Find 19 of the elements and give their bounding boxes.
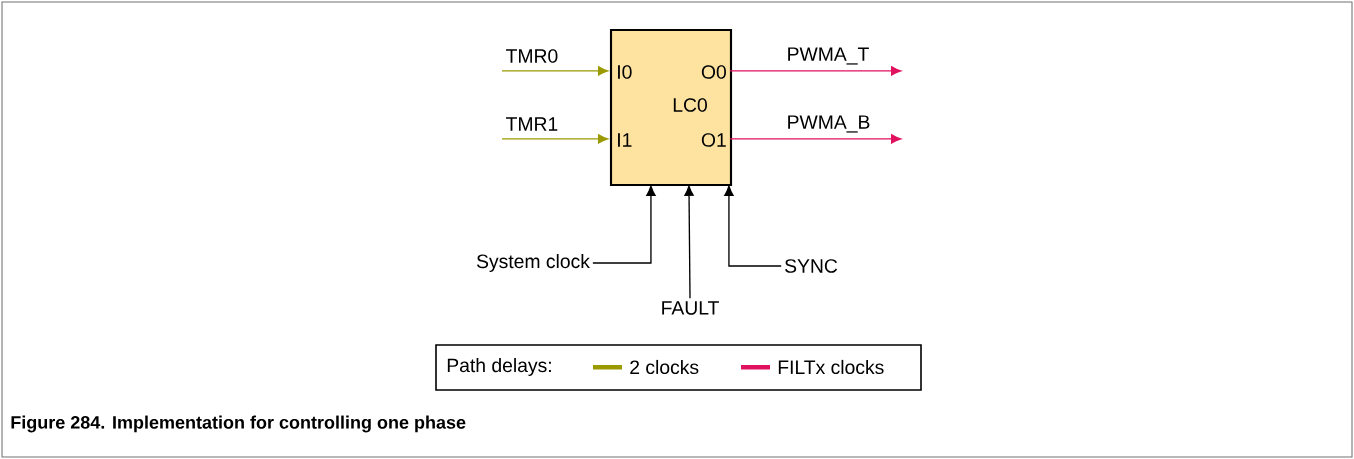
figure-caption: Figure 284. Implementation for controlling one phase [11, 415, 466, 433]
arrow [724, 185, 782, 267]
signal-label: PWMA_T [788, 47, 869, 65]
arrow [501, 134, 609, 144]
signal-label: TMR0 [506, 49, 558, 63]
signal-label: System clock [476, 254, 590, 272]
legend-title: Path delays: [447, 358, 551, 376]
signal-label: SYNC [785, 259, 838, 273]
arrow [729, 134, 902, 144]
logic-cell-box: I0 O0 LC0 I1 O1 [609, 28, 733, 187]
signal-label: TMR1 [506, 117, 558, 131]
signal-label: FAULT [662, 301, 719, 315]
signal-label: PWMA_B [788, 115, 870, 133]
arrow [684, 185, 694, 299]
legend-text: FILTx clocks [778, 359, 884, 375]
legend-text: 2 clocks [630, 359, 699, 375]
arrow [592, 185, 656, 264]
arrow [729, 66, 902, 76]
arrow [501, 66, 609, 76]
